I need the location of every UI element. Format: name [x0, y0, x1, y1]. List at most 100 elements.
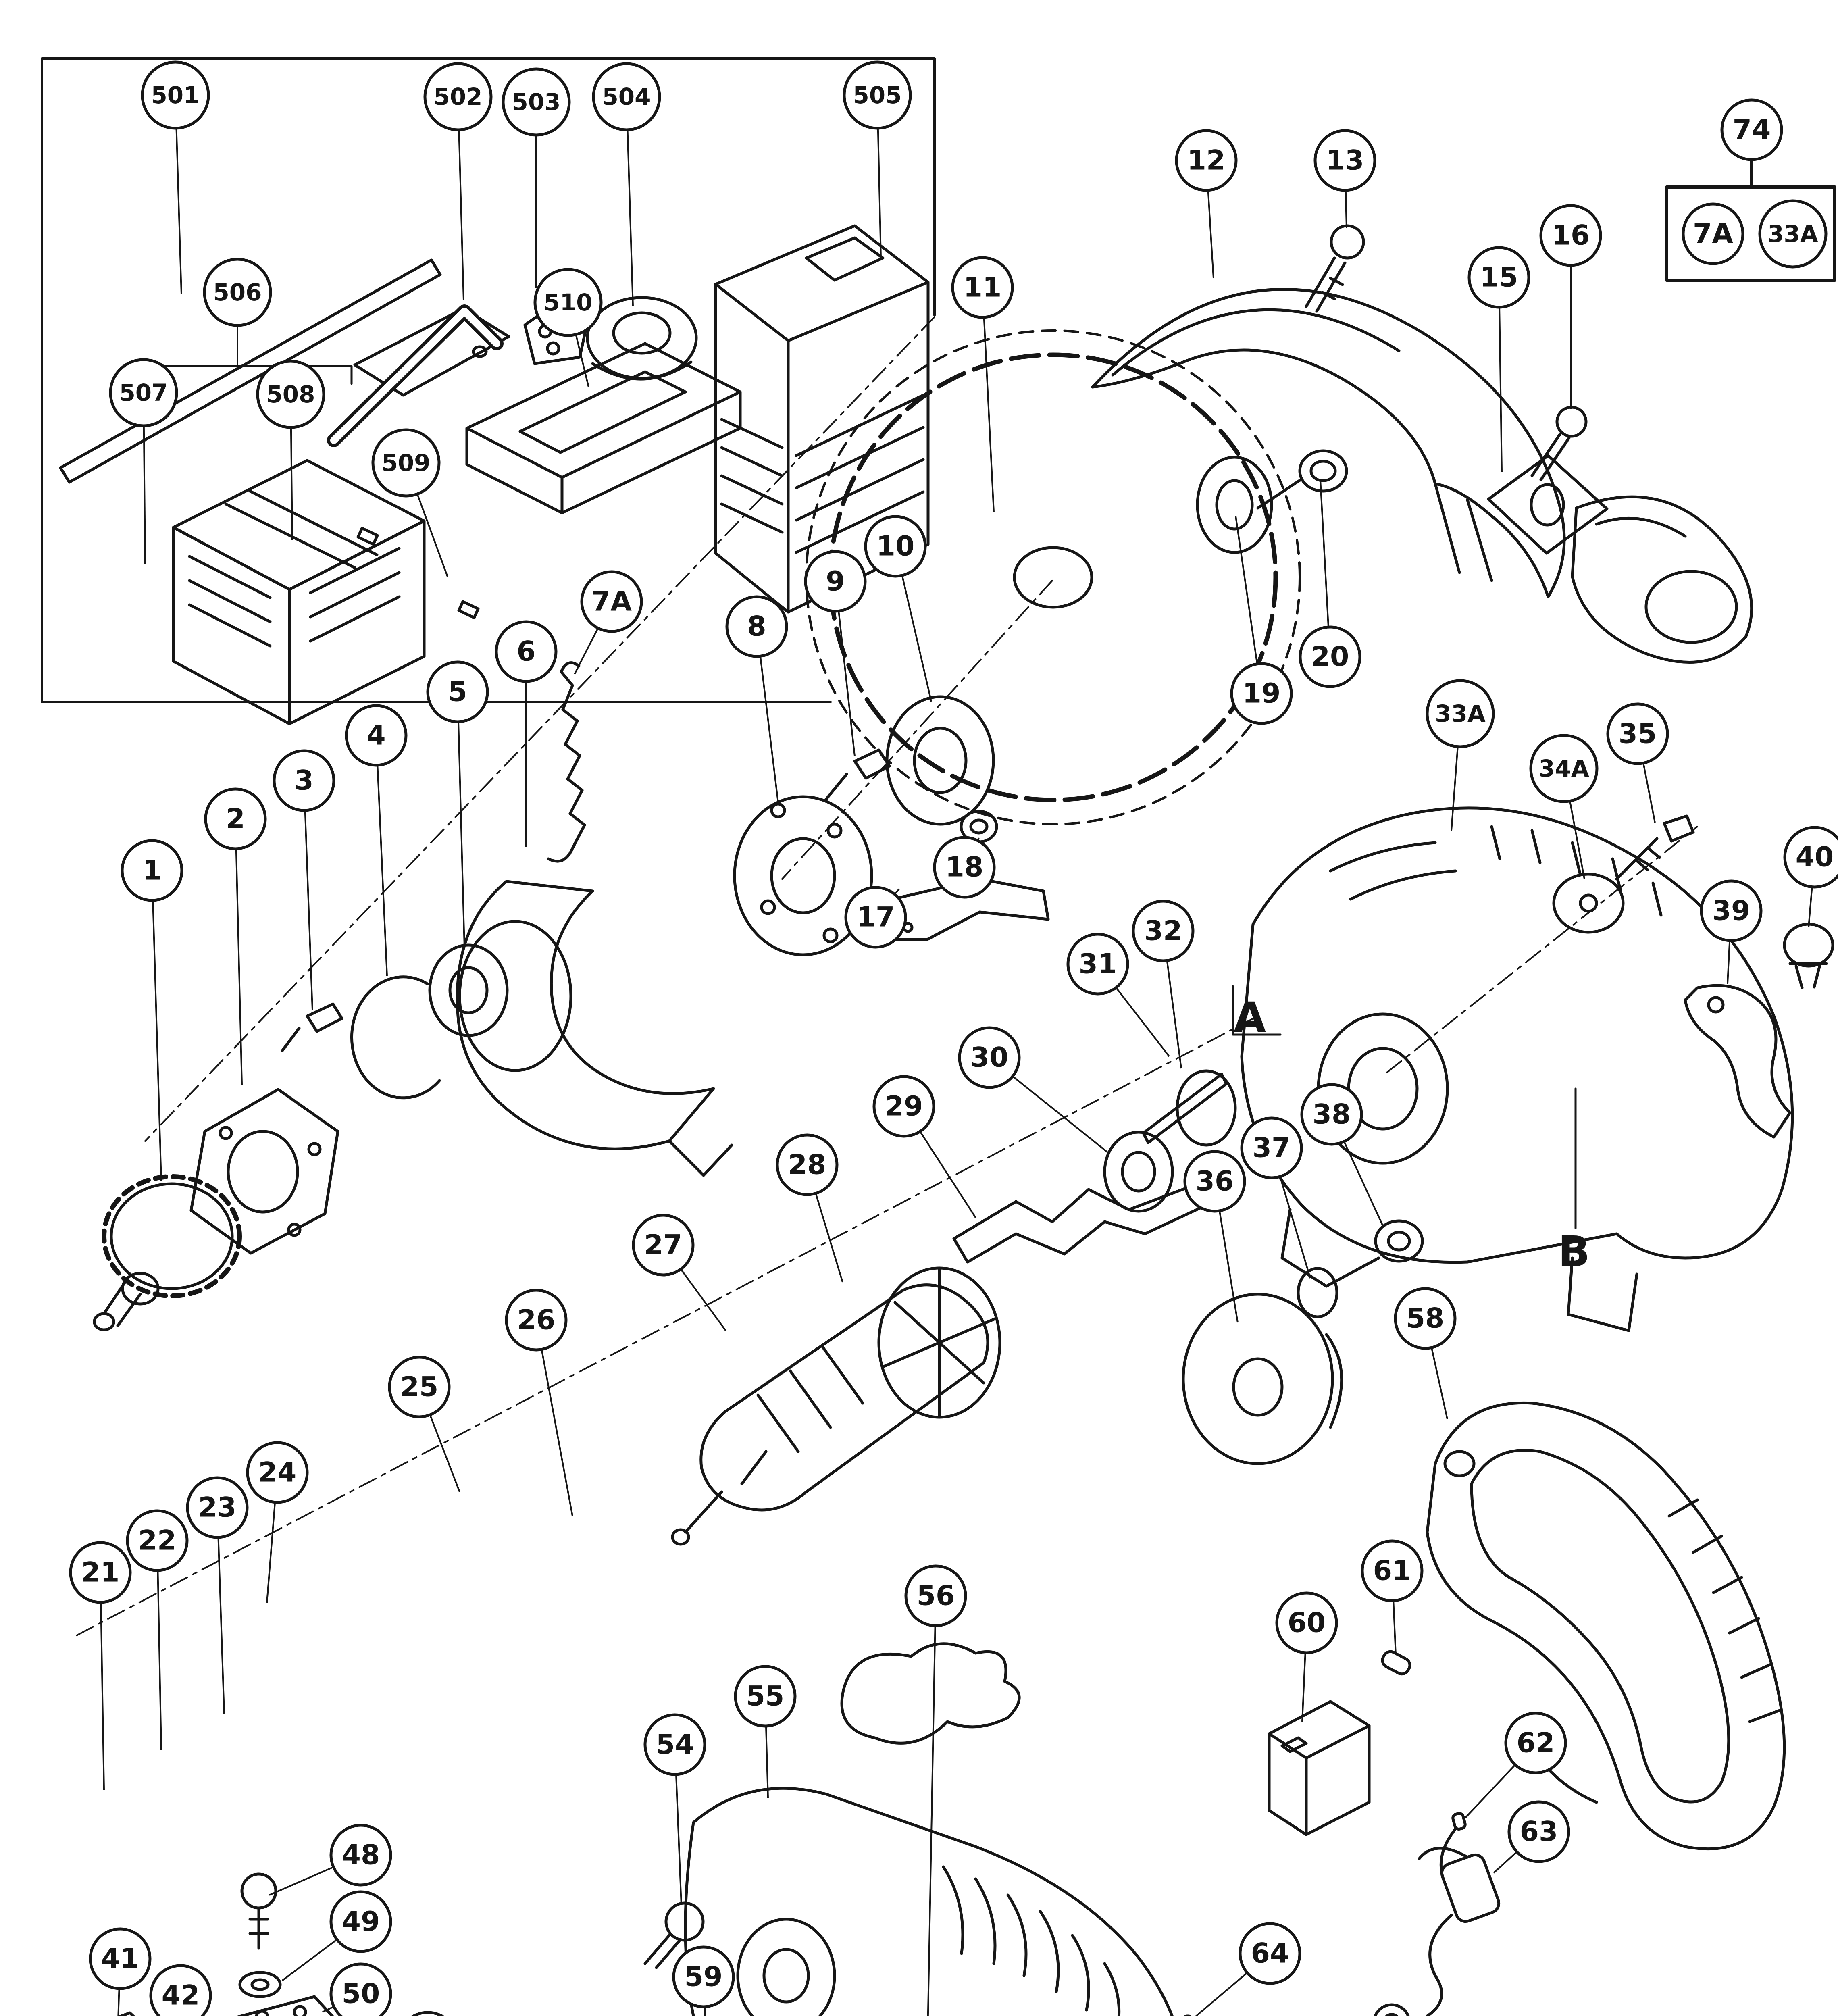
callout-circle-17 [844, 886, 907, 949]
leader-line-507 [143, 425, 146, 565]
callout-label-31: 31 [1079, 948, 1117, 980]
section-letter-b-1: B [1558, 1227, 1590, 1276]
callout-circle-507 [109, 358, 178, 427]
callout-label-21: 21 [81, 1557, 120, 1589]
callout-circle-9 [804, 550, 867, 613]
callout-circle-62 [1504, 1712, 1567, 1774]
leader-line-60 [1301, 1652, 1306, 1722]
callout-circle-55 [734, 1665, 797, 1728]
callout-label-40: 40 [1796, 841, 1834, 873]
callout-circle-38 [1300, 1083, 1363, 1146]
callout-circle-13 [1313, 129, 1376, 192]
callout-circle-510 [533, 268, 603, 337]
callout-label-6: 6 [516, 636, 535, 668]
leader-line-20 [1320, 479, 1329, 627]
callout-label-5: 5 [448, 676, 467, 708]
callout-circle-20 [1299, 625, 1361, 688]
callout-circle-33A [1426, 679, 1495, 748]
callout-label-20: 20 [1311, 641, 1349, 673]
callout-label-64: 64 [1251, 1938, 1289, 1970]
callout-label-59: 59 [685, 1961, 723, 1993]
callout-label-38: 38 [1313, 1099, 1351, 1131]
callout-label-18: 18 [945, 852, 984, 883]
callout-label-41: 41 [101, 1943, 139, 1975]
callout-circle-30 [958, 1026, 1021, 1089]
callout-label-4: 4 [366, 720, 385, 752]
callout-label-16: 16 [1552, 220, 1590, 252]
leader-line-33A [1451, 746, 1459, 831]
callout-label-58: 58 [1406, 1303, 1445, 1335]
callout-label-22: 22 [138, 1525, 177, 1557]
callout-label-60: 60 [1288, 1607, 1326, 1639]
leader-line-39 [1727, 940, 1731, 984]
leader-line-48 [269, 1866, 334, 1896]
callout-label-8: 8 [747, 611, 766, 643]
callout-circle-8 [725, 595, 788, 658]
leader-line-55 [765, 1726, 769, 1799]
leader-line-63 [1493, 1851, 1517, 1874]
callout-label-506: 506 [213, 279, 262, 306]
callout-circle-40 [1783, 826, 1838, 889]
leader-line-64 [1195, 1972, 1248, 2016]
callout-circle-31 [1066, 933, 1129, 996]
leader-line-30 [1012, 1075, 1109, 1154]
callout-label-10: 10 [876, 531, 915, 562]
callout-circle-508 [256, 360, 325, 429]
leader-line-510 [575, 334, 589, 387]
callout-circle-15 [1467, 246, 1530, 309]
callout-circle-25 [388, 1356, 451, 1418]
callout-label-7A: 7A [591, 586, 632, 618]
leader-line-15 [1499, 307, 1503, 472]
leader-line-59 [704, 2006, 706, 2016]
callout-label-501: 501 [151, 81, 200, 109]
callout-label-49: 49 [342, 1906, 380, 1938]
leader-line-505 [877, 128, 882, 258]
leader-line-62 [1465, 1764, 1516, 1818]
callout-label-3: 3 [294, 765, 313, 797]
callout-circle-29 [872, 1075, 935, 1138]
callout-leader-lines [100, 128, 1813, 2016]
callout-circle-59 [672, 1945, 735, 2008]
leader-line-508 [290, 427, 293, 541]
callout-label-510: 510 [543, 289, 592, 316]
callout-circle-42 [149, 1964, 212, 2016]
leader-line-27 [680, 1268, 726, 1331]
leader-line-58 [1430, 1347, 1448, 1420]
callout-circle-7A [580, 570, 643, 633]
accessory-box-border [41, 57, 936, 703]
callout-label-25: 25 [400, 1371, 439, 1403]
callout-circle-22 [126, 1509, 189, 1572]
callout-circle-33A [1758, 199, 1828, 269]
leader-line-8 [759, 656, 779, 803]
callout-label-28: 28 [788, 1149, 826, 1181]
leader-line-32 [1166, 960, 1182, 1069]
callout-circle-32 [1132, 900, 1195, 962]
leader-line-38 [1343, 1141, 1384, 1226]
leader-line-56 [927, 1625, 936, 2016]
callout-circle-36 [1183, 1150, 1246, 1213]
callout-label-19: 19 [1243, 678, 1281, 710]
callout-circle-23 [186, 1476, 249, 1539]
leader-line-501 [175, 128, 182, 295]
leader-line-40 [1808, 887, 1813, 928]
leader-line-4 [377, 765, 388, 976]
leader-line-34A [1569, 801, 1585, 879]
leader-line-10 [901, 575, 932, 702]
leader-line-28 [815, 1193, 843, 1283]
callout-label-54: 54 [656, 1729, 694, 1761]
leader-line-22 [157, 1570, 162, 1750]
section-letters: ABAB [1234, 993, 1590, 1276]
callout-label-32: 32 [1144, 915, 1182, 947]
callout-circle-21 [69, 1541, 132, 1604]
callout-label-7A: 7A [1693, 218, 1733, 250]
callout-circle-27 [632, 1214, 695, 1277]
leader-line-2 [235, 848, 243, 1085]
callout-circle-505 [843, 60, 912, 130]
callout-label-508: 508 [266, 381, 315, 408]
callout-label-37: 37 [1253, 1132, 1291, 1164]
leader-line-3 [304, 810, 313, 1010]
callout-label-56: 56 [917, 1580, 955, 1612]
callout-circle-56 [904, 1564, 967, 1627]
leader-line-50 [322, 2006, 334, 2013]
